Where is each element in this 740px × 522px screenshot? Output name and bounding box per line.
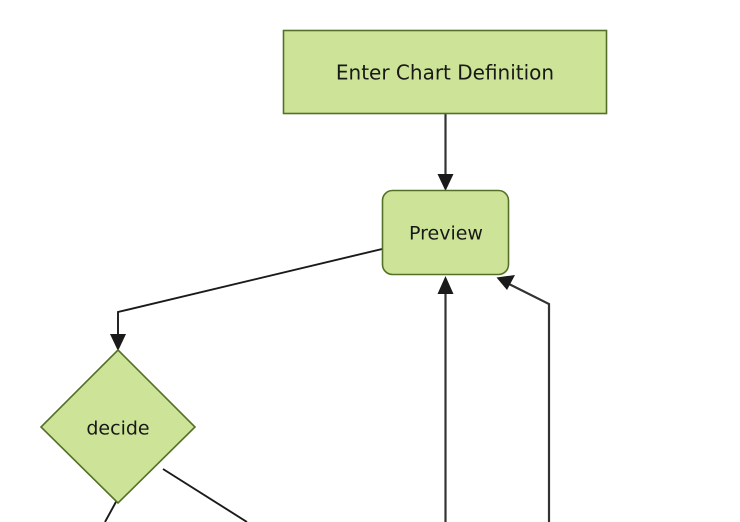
node-group: Enter Chart Definition Preview decide	[39, 29, 608, 505]
edge-bottom-right-to-preview	[496, 275, 551, 522]
edge-group	[104, 114, 551, 522]
node-enter-chart-definition[interactable]: Enter Chart Definition	[282, 29, 608, 115]
arrowhead-down-icon	[110, 334, 126, 351]
arrowhead-up-icon	[437, 276, 454, 294]
arrowhead-upleft-icon	[496, 275, 515, 290]
arrowhead-down-icon	[437, 174, 454, 191]
edge-decide-bottom-right	[162, 468, 248, 522]
node-preview[interactable]: Preview	[381, 189, 510, 276]
edge-line	[117, 248, 383, 341]
edge-line	[104, 499, 118, 522]
edge-line	[508, 283, 551, 522]
edge-preview-to-decide	[110, 248, 383, 351]
node-shape-rectangle[interactable]	[282, 29, 608, 115]
edge-bottom-center-to-preview	[437, 276, 454, 522]
edge-enter-to-preview	[437, 114, 454, 191]
node-decide[interactable]: decide	[39, 348, 197, 505]
node-shape-rounded-rectangle[interactable]	[381, 189, 510, 276]
edge-line	[162, 468, 248, 522]
edge-decide-bottom-left	[104, 499, 118, 522]
node-shape-diamond[interactable]	[39, 348, 197, 505]
